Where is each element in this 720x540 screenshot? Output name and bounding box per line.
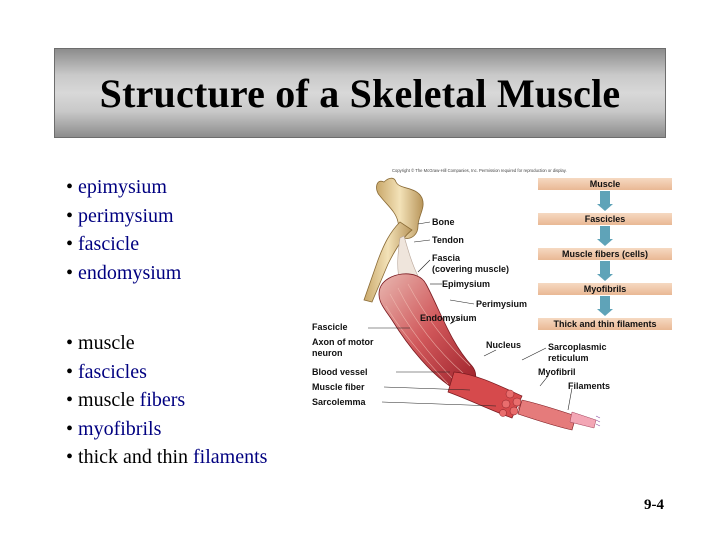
label-perimysium: Perimysium bbox=[476, 299, 527, 309]
bullet-mark: • bbox=[66, 446, 79, 468]
label-leader-lines bbox=[368, 221, 573, 411]
hierarchy-box-fascicles bbox=[538, 213, 672, 225]
bone-shape bbox=[376, 177, 424, 239]
hierarchy-box-filaments bbox=[538, 318, 672, 330]
label-axon: Axon of motor bbox=[312, 337, 374, 347]
bullet-mark: • bbox=[66, 417, 79, 440]
label-fascia: Fascia bbox=[432, 253, 461, 263]
list-item-text: muscle bbox=[78, 332, 135, 354]
label-reticulum: reticulum bbox=[548, 353, 589, 363]
hierarchy-label: Muscle bbox=[590, 179, 621, 189]
bullet-mark: • bbox=[66, 261, 79, 284]
filaments bbox=[595, 415, 601, 427]
structure-hierarchy-list: • muscle • fascicles • muscle fibers • m… bbox=[66, 329, 267, 472]
muscle-fiber-stripes bbox=[385, 283, 471, 385]
page-number: 9-4 bbox=[644, 497, 664, 513]
label-fascicle: Fascicle bbox=[312, 322, 348, 332]
list-item: • muscle fibers bbox=[66, 386, 267, 415]
list-item-text: myofibrils bbox=[78, 417, 162, 440]
hierarchy-label: Fascicles bbox=[585, 214, 626, 224]
fascicle-bundle bbox=[447, 371, 526, 419]
label-neuron: neuron bbox=[312, 348, 343, 358]
list-item: • endomysium bbox=[66, 259, 181, 288]
label-bone: Bone bbox=[432, 217, 455, 227]
label-blood-vessel: Blood vessel bbox=[312, 367, 368, 377]
label-nucleus: Nucleus bbox=[486, 340, 521, 350]
bullet-mark: • bbox=[66, 360, 79, 383]
list-item-lead: muscle bbox=[78, 389, 140, 411]
label-fascia-covering: (covering muscle) bbox=[432, 264, 509, 274]
list-item-text: epimysium bbox=[78, 176, 167, 198]
list-item-text: fascicle bbox=[78, 233, 140, 255]
list-item-text: fibers bbox=[139, 389, 186, 411]
bullet-mark: • bbox=[66, 176, 79, 198]
bullet-mark: • bbox=[66, 233, 79, 255]
list-item: • fascicles bbox=[66, 358, 267, 387]
down-arrow-icon bbox=[597, 226, 613, 246]
bullet-mark: • bbox=[66, 204, 79, 227]
copyright-notice: Copyright © The McGraw-Hill Companies, I… bbox=[392, 168, 567, 173]
bullet-mark: • bbox=[66, 332, 79, 354]
list-item-text: fascicles bbox=[78, 360, 147, 383]
label-sarcoplasmic: Sarcoplasmic bbox=[548, 342, 607, 352]
myofibril bbox=[569, 411, 597, 429]
list-item-text: filaments bbox=[193, 446, 268, 468]
label-myofibril: Myofibril bbox=[538, 367, 576, 377]
muscle-structure-figure: Copyright © The McGraw-Hill Companies, I… bbox=[300, 160, 680, 440]
label-muscle-fiber: Muscle fiber bbox=[312, 382, 365, 392]
list-item-text: perimysium bbox=[78, 204, 174, 227]
list-item: • muscle bbox=[66, 329, 267, 358]
label-sarcolemma: Sarcolemma bbox=[312, 397, 367, 407]
down-arrow-icon bbox=[597, 191, 613, 211]
hierarchy-label: Muscle fibers (cells) bbox=[562, 249, 648, 259]
hierarchy-flow: Muscle Fascicles Muscle fibers (cells) M… bbox=[538, 178, 672, 330]
label-filaments: Filaments bbox=[568, 381, 610, 391]
bullet-mark: • bbox=[66, 389, 79, 411]
muscle-fiber bbox=[517, 399, 577, 431]
muscle-structure-illustration: Copyright © The McGraw-Hill Companies, I… bbox=[312, 168, 672, 431]
down-arrow-icon bbox=[597, 296, 613, 316]
list-item-text: endomysium bbox=[78, 261, 182, 284]
hierarchy-box-muscle-fibers bbox=[538, 248, 672, 260]
down-arrow-icon bbox=[597, 261, 613, 281]
hierarchy-box-muscle bbox=[538, 178, 672, 190]
hierarchy-box-myofibrils bbox=[538, 283, 672, 295]
list-item: • thick and thin filaments bbox=[66, 443, 267, 472]
label-tendon: Tendon bbox=[432, 235, 464, 245]
hierarchy-label: Myofibrils bbox=[584, 284, 627, 294]
list-item: • epimysium bbox=[66, 173, 181, 202]
list-item-lead: thick and thin bbox=[78, 446, 193, 468]
slide-title: Structure of a Skeletal Muscle bbox=[99, 70, 621, 116]
title-bar: Structure of a Skeletal Muscle bbox=[54, 48, 666, 138]
list-item: • perimysium bbox=[66, 202, 181, 231]
list-item: • fascicle bbox=[66, 230, 181, 259]
hierarchy-label: Thick and thin filaments bbox=[553, 319, 656, 329]
list-item: • myofibrils bbox=[66, 415, 267, 444]
label-endomysium: Endomysium bbox=[420, 313, 477, 323]
tissue-layers-list: • epimysium • perimysium • fascicle • en… bbox=[66, 173, 181, 287]
label-epimysium: Epimysium bbox=[442, 279, 490, 289]
